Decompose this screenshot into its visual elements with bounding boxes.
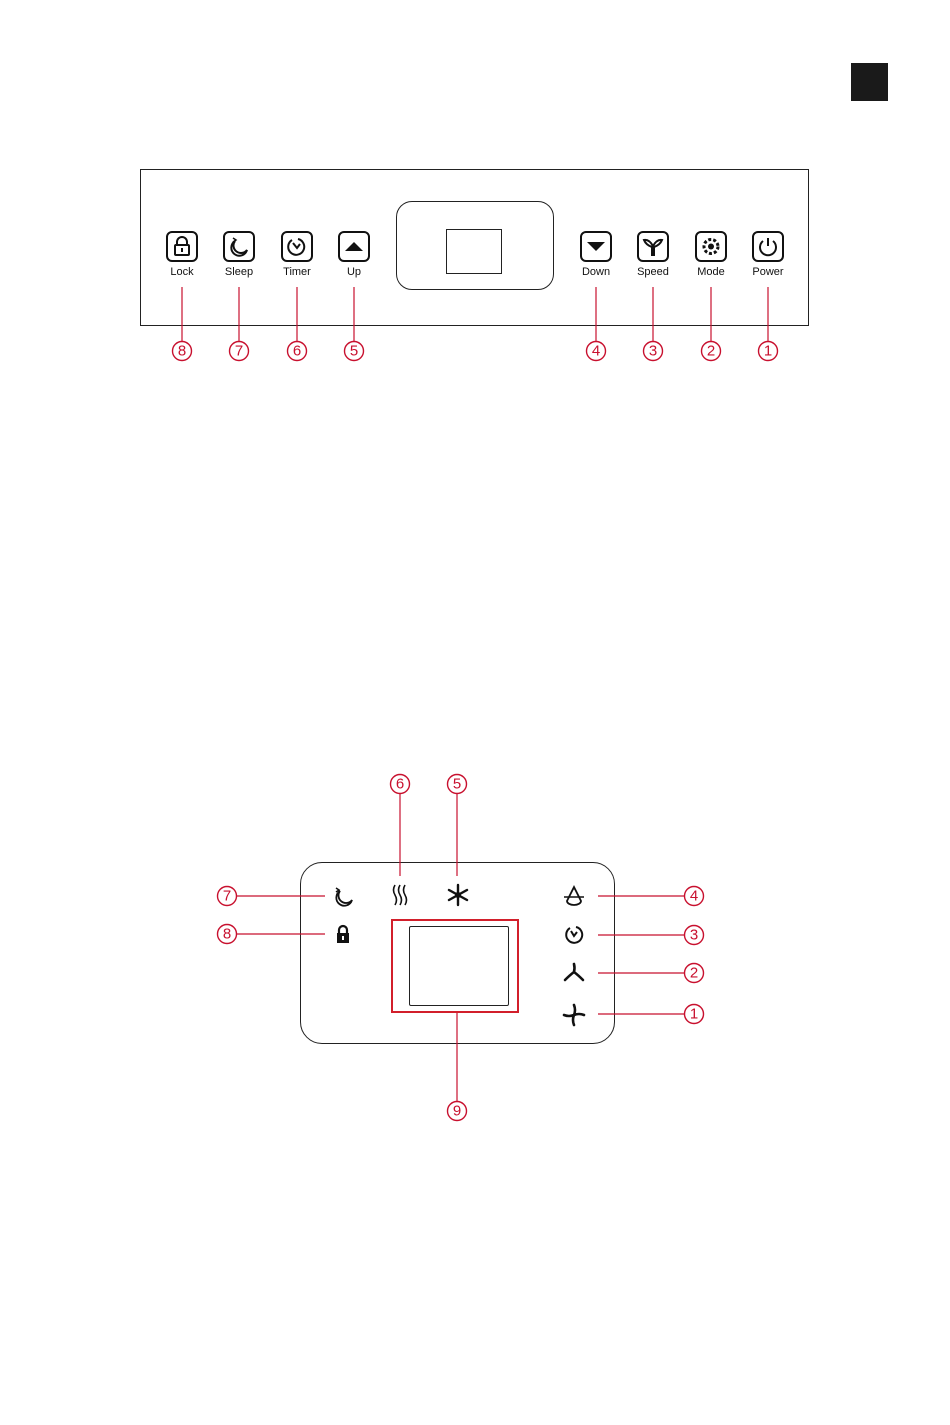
callout-circle-lcd (448, 1102, 467, 1121)
callout-number-lock: 8 (178, 343, 186, 360)
callout-circle-mode (702, 342, 721, 361)
callout-circle-timer (288, 342, 307, 361)
dehumidify-indicator (562, 884, 586, 908)
mode-button[interactable] (695, 231, 727, 262)
down-button[interactable] (580, 231, 612, 262)
lock-icon (331, 922, 355, 946)
lcd-display (409, 926, 509, 1006)
fan-high-indicator (562, 1003, 586, 1027)
heat-icon (388, 883, 412, 907)
callout-circle-sleep-ind (218, 887, 237, 906)
callout-circle-dehumidify-ind (685, 887, 704, 906)
fan-low-icon (562, 961, 586, 985)
lock-icon (166, 231, 198, 262)
callout-circle-down (587, 342, 606, 361)
timer-icon (562, 923, 586, 947)
power-button-label: Power (733, 266, 803, 278)
callout-number-timer: 6 (293, 343, 301, 360)
callout-number-power: 1 (764, 343, 772, 360)
callout-number-fan-low-ind: 2 (690, 965, 698, 982)
callout-number-down: 4 (592, 343, 600, 360)
sleep-icon (331, 884, 355, 908)
callout-circle-up (345, 342, 364, 361)
callout-circle-lock-ind (218, 925, 237, 944)
callout-number-dehumidify-ind: 4 (690, 888, 698, 905)
callout-circle-fan-low-ind (685, 964, 704, 983)
callout-number-timer-ind: 3 (690, 927, 698, 944)
timer-indicator (562, 923, 586, 947)
callout-circle-speed (644, 342, 663, 361)
lock-button[interactable] (166, 231, 198, 262)
fan-speed-icon (637, 231, 669, 262)
callout-number-mode: 2 (707, 343, 715, 360)
lock-indicator (331, 922, 355, 946)
dehumidify-icon (562, 884, 586, 908)
callout-number-sleep: 7 (235, 343, 243, 360)
callout-circle-sleep (230, 342, 249, 361)
sleep-icon (223, 231, 255, 262)
callout-number-lock-ind: 8 (223, 926, 231, 943)
callout-number-speed: 3 (649, 343, 657, 360)
page-corner-tab (851, 63, 888, 101)
callout-circle-heat-ind (391, 775, 410, 794)
sleep-indicator (331, 884, 355, 908)
power-button[interactable] (752, 231, 784, 262)
up-button[interactable] (338, 231, 370, 262)
callout-circle-fan-high-ind (685, 1005, 704, 1024)
callout-number-cool-ind: 5 (453, 776, 461, 793)
callout-number-sleep-ind: 7 (223, 888, 231, 905)
chevron-down-icon (580, 231, 612, 262)
fan-low-indicator (562, 961, 586, 985)
timer-button[interactable] (281, 231, 313, 262)
callout-circle-lock (173, 342, 192, 361)
heat-indicator (388, 883, 412, 907)
mode-icon (695, 231, 727, 262)
snowflake-icon (446, 883, 470, 907)
callout-circle-cool-ind (448, 775, 467, 794)
chevron-up-icon (338, 231, 370, 262)
callout-number-fan-high-ind: 1 (690, 1006, 698, 1023)
callout-number-lcd: 9 (453, 1103, 461, 1120)
speed-button[interactable] (637, 231, 669, 262)
callout-circle-timer-ind (685, 926, 704, 945)
timer-icon (281, 231, 313, 262)
sleep-button[interactable] (223, 231, 255, 262)
callout-number-up: 5 (350, 343, 358, 360)
up-button-label: Up (319, 266, 389, 278)
callout-circle-power (759, 342, 778, 361)
fan-high-icon (562, 1003, 586, 1027)
control-panel-display-screen (446, 229, 502, 274)
power-icon (752, 231, 784, 262)
cool-indicator (446, 883, 470, 907)
callout-number-heat-ind: 6 (396, 776, 404, 793)
